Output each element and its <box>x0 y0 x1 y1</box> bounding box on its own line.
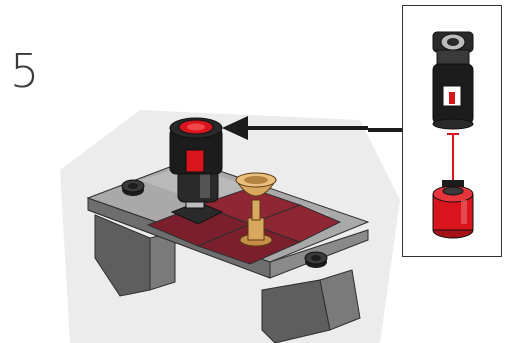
connection-line <box>447 134 459 182</box>
lamp-post-piece <box>433 32 473 129</box>
red-round-brick <box>433 180 473 238</box>
right-support-leg <box>262 270 360 343</box>
plate-stud-left <box>122 180 144 196</box>
sub-assembly-callout <box>402 5 502 257</box>
assembly-arrow <box>222 116 402 140</box>
plate-stud-right <box>305 252 327 268</box>
callout-illustration <box>403 6 503 258</box>
